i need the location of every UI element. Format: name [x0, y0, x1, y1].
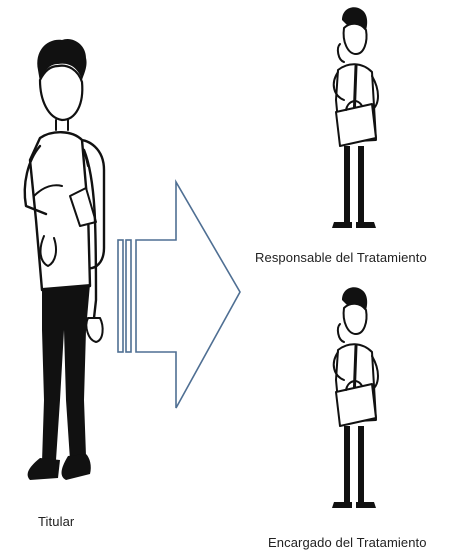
encargado-person-icon: [332, 287, 379, 508]
arrow-head: [135, 179, 241, 409]
arrow-bar-1: [117, 239, 124, 353]
titular-label: Titular: [38, 514, 75, 529]
titular-person-icon: [23, 38, 106, 480]
arrow-bar-2: [125, 239, 132, 353]
right-arrow-icon: [117, 179, 241, 409]
responsable-label: Responsable del Tratamiento: [255, 250, 427, 265]
encargado-label: Encargado del Tratamiento: [268, 535, 427, 550]
responsable-person-icon: [332, 7, 379, 228]
